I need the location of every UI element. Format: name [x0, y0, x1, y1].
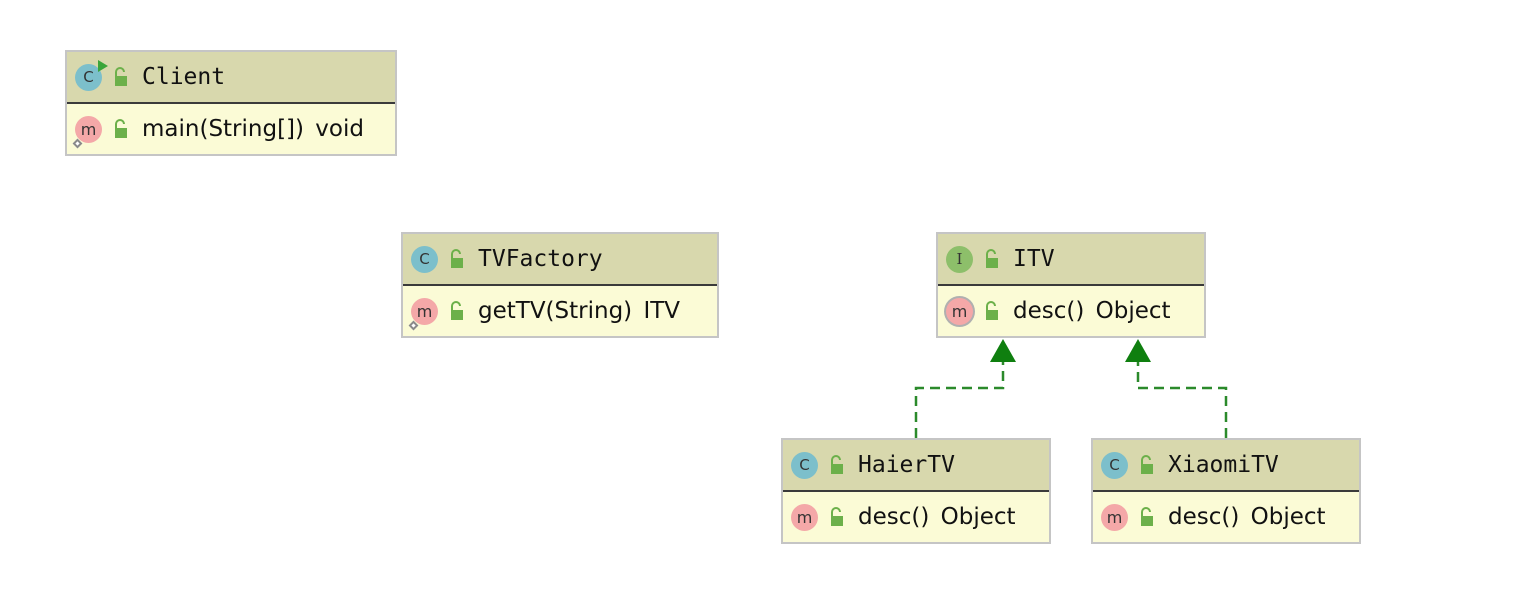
- method-icon: m: [791, 503, 818, 531]
- interface-header: I ITV: [938, 234, 1204, 286]
- class-badge-letter: C: [83, 68, 94, 86]
- interface-name: ITV: [1013, 246, 1055, 272]
- method-icon: m: [72, 115, 102, 148]
- class-node-xiaomitv[interactable]: C XiaomiTV m desc() Object: [1091, 438, 1361, 544]
- public-lock-icon: [1141, 455, 1153, 474]
- runnable-icon: [98, 59, 108, 72]
- class-name: HaierTV: [858, 452, 955, 478]
- method-signature: desc() Object: [1168, 504, 1326, 530]
- class-header: C HaierTV: [783, 440, 1049, 492]
- class-icon: C: [75, 59, 108, 91]
- method-icon: m: [1101, 503, 1128, 531]
- method-badge-letter: m: [951, 301, 968, 321]
- public-lock-icon: [986, 249, 998, 268]
- method-badge-letter: m: [1106, 507, 1123, 527]
- method-signature: desc() Object: [858, 504, 1016, 530]
- static-icon: [72, 138, 83, 148]
- public-lock-icon: [986, 301, 998, 320]
- class-badge-letter: C: [799, 456, 810, 474]
- arrowhead-xiaomitv-itv: [1125, 339, 1151, 362]
- member-row[interactable]: m desc() Object: [783, 492, 1049, 542]
- class-icon: C: [791, 451, 818, 479]
- public-lock-icon: [1141, 507, 1153, 526]
- edge-haiertv-implements-itv: [914, 339, 1016, 438]
- interface-badge-letter: I: [956, 250, 963, 268]
- interface-node-itv[interactable]: I ITV m desc() Object: [936, 232, 1206, 338]
- arrowhead-haiertv-itv: [990, 339, 1016, 362]
- method-signature: desc() Object: [1013, 298, 1171, 324]
- class-header: C Client: [67, 52, 395, 104]
- public-lock-icon: [115, 119, 127, 138]
- member-row[interactable]: m desc() Object: [1093, 492, 1359, 542]
- class-node-client[interactable]: C Client m main(String[]) void: [65, 50, 397, 156]
- member-row[interactable]: m main(String[]) void: [67, 104, 395, 154]
- public-lock-icon: [451, 249, 463, 268]
- class-icon: C: [1101, 451, 1128, 479]
- method-badge-letter: m: [80, 119, 97, 139]
- method-badge-letter: m: [796, 507, 813, 527]
- member-row[interactable]: m desc() Object: [938, 286, 1204, 336]
- class-node-tvfactory[interactable]: C TVFactory m getTV(String) ITV: [401, 232, 719, 338]
- public-lock-icon: [115, 67, 127, 86]
- method-signature: getTV(String) ITV: [478, 298, 681, 324]
- public-lock-icon: [451, 301, 463, 320]
- abstract-method-icon: m: [946, 297, 973, 325]
- public-lock-icon: [831, 455, 843, 474]
- static-icon: [408, 320, 419, 330]
- class-icon: C: [411, 245, 438, 273]
- class-badge-letter: C: [419, 250, 430, 268]
- public-lock-icon: [831, 507, 843, 526]
- class-name: TVFactory: [478, 246, 603, 272]
- interface-icon: I: [946, 245, 973, 273]
- method-badge-letter: m: [416, 301, 433, 321]
- class-badge-letter: C: [1109, 456, 1120, 474]
- class-name: Client: [142, 64, 226, 90]
- edge-xiaomitv-implements-itv: [1125, 339, 1228, 438]
- method-signature: main(String[]) void: [142, 116, 364, 142]
- class-header: C XiaomiTV: [1093, 440, 1359, 492]
- method-icon: m: [408, 297, 438, 330]
- class-node-haiertv[interactable]: C HaierTV m desc() Object: [781, 438, 1051, 544]
- class-header: C TVFactory: [403, 234, 717, 286]
- class-name: XiaomiTV: [1168, 452, 1279, 478]
- member-row[interactable]: m getTV(String) ITV: [403, 286, 717, 336]
